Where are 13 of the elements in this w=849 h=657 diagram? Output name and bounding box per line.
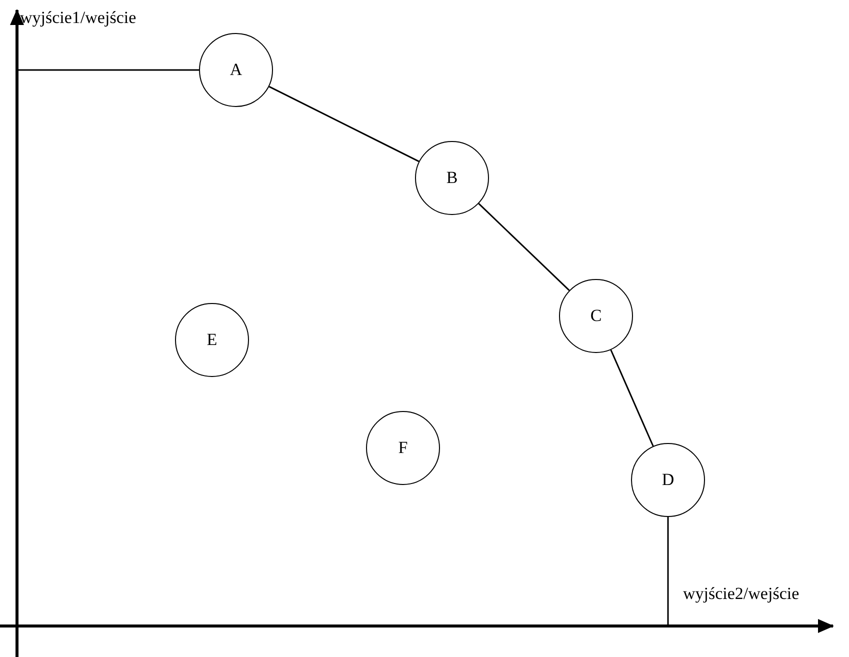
circle-node: B xyxy=(415,141,489,215)
connector-line xyxy=(478,203,570,291)
axis-label: wyjście2/wejście xyxy=(683,584,800,604)
circle-node: A xyxy=(199,33,273,107)
connector-line xyxy=(18,69,199,71)
circle-node: C xyxy=(559,279,633,353)
axis-label: wyjście1/wejście xyxy=(20,8,136,28)
connector-line xyxy=(667,517,669,625)
circle-node: E xyxy=(175,303,249,377)
circle-node: D xyxy=(631,443,705,517)
connector-line xyxy=(268,86,420,162)
connector-line xyxy=(610,350,654,446)
circle-node: F xyxy=(366,411,440,485)
